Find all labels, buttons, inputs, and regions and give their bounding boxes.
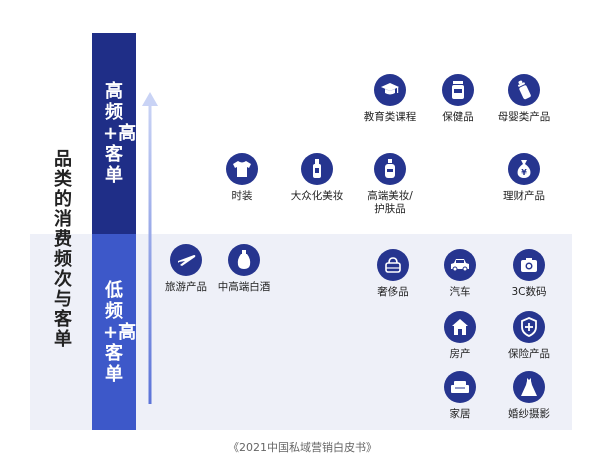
camera-icon xyxy=(513,249,545,281)
item-insurance: 保险产品 xyxy=(489,311,569,361)
item-baijiu-label: 中高端白酒 xyxy=(217,281,271,293)
item-baijiu: 中高端白酒 xyxy=(204,244,284,294)
band-high-frequency: 高频+高客单 xyxy=(92,33,136,234)
item-fashion: 时装 xyxy=(202,153,282,203)
item-mass-cosmetics: 大众化美妆 xyxy=(277,153,357,203)
airplane-icon xyxy=(170,244,202,276)
perfume-bottle-icon xyxy=(374,153,406,185)
item-digital: 3C数码 xyxy=(489,249,569,299)
item-travel-label: 旅游产品 xyxy=(165,281,207,293)
item-healthcare: 保健品 xyxy=(418,74,498,124)
tshirt-icon xyxy=(226,153,258,185)
shield-icon xyxy=(513,311,545,343)
item-luxury: 奢侈品 xyxy=(353,249,433,299)
graduation-cap-icon xyxy=(374,74,406,106)
band-high-label: 高频+高客单 xyxy=(103,81,137,186)
item-education: 教育类课程 xyxy=(350,74,430,124)
liquor-jar-icon xyxy=(228,244,260,276)
lotion-bottle-icon xyxy=(301,153,333,185)
handbag-icon xyxy=(377,249,409,281)
sofa-icon xyxy=(444,371,476,403)
car-icon xyxy=(444,249,476,281)
item-digital-label: 3C数码 xyxy=(511,286,547,298)
item-education-label: 教育类课程 xyxy=(363,111,417,123)
item-travel: 旅游产品 xyxy=(146,244,226,294)
band-low-label: 低频+高客单 xyxy=(103,279,137,385)
pill-bottle-icon xyxy=(442,74,474,106)
baby-bottle-icon xyxy=(508,74,540,106)
money-bag-icon: ¥ xyxy=(508,153,540,185)
item-luxury-label: 奢侈品 xyxy=(377,286,409,298)
wedding-dress-icon xyxy=(513,371,545,403)
up-arrow-icon xyxy=(142,92,158,404)
band-low-frequency: 低频+高客单 xyxy=(92,234,136,430)
item-premium-cosmetics: 高端美妆/ 护肤品 xyxy=(350,153,430,216)
item-mass-cosmetics-label: 大众化美妆 xyxy=(290,190,344,202)
item-car-label: 汽车 xyxy=(449,286,471,298)
item-maternal-label: 母婴类产品 xyxy=(497,111,551,123)
item-wedding-label: 婚纱摄影 xyxy=(508,408,550,420)
item-premium-cosmetics-label-1: 高端美妆/ xyxy=(367,190,413,202)
item-wedding: 婚纱摄影 xyxy=(489,371,569,421)
item-finance: ¥ 理财产品 xyxy=(484,153,564,203)
svg-text:¥: ¥ xyxy=(521,168,527,177)
y-axis-label: 品类的消费频次与客单 xyxy=(54,149,72,350)
item-furniture: 家居 xyxy=(420,371,500,421)
item-premium-cosmetics-label-2: 护肤品 xyxy=(374,203,406,215)
item-maternal: 母婴类产品 xyxy=(484,74,564,124)
source-caption: 《2021中国私域营销白皮书》 xyxy=(228,441,377,454)
item-house: 房产 xyxy=(420,311,500,361)
item-house-label: 房产 xyxy=(449,348,471,360)
item-insurance-label: 保险产品 xyxy=(508,348,550,360)
item-finance-label: 理财产品 xyxy=(503,190,545,202)
house-icon xyxy=(444,311,476,343)
item-fashion-label: 时装 xyxy=(231,190,253,202)
item-car: 汽车 xyxy=(420,249,500,299)
item-furniture-label: 家居 xyxy=(449,408,471,420)
item-healthcare-label: 保健品 xyxy=(442,111,474,123)
